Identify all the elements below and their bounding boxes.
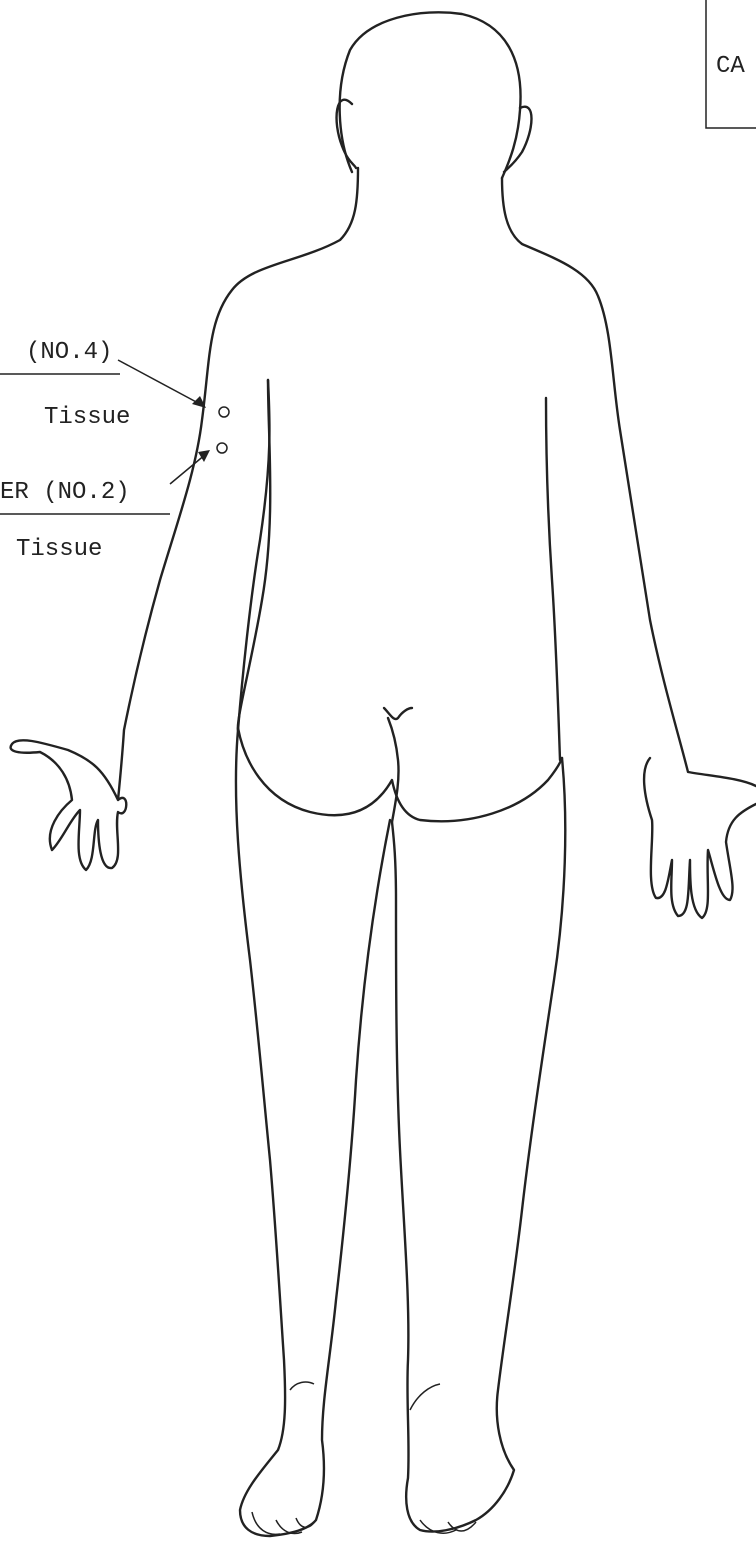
arrowhead-no2	[198, 450, 210, 462]
right-leg-outline	[392, 758, 565, 1532]
header-box: CA	[706, 0, 756, 128]
specimen-markers	[217, 407, 229, 453]
buttocks-outline	[238, 728, 562, 821]
body-outline	[11, 12, 756, 1536]
right-ankle-mark	[410, 1384, 440, 1410]
specimen-label-no4: (NO.4) Tissue	[0, 339, 130, 431]
specimen-marker-no4	[219, 407, 229, 417]
specimen-label-no2-type: Tissue	[16, 536, 102, 563]
specimen-label-no4-id: (NO.4)	[26, 339, 112, 366]
right-arm-outline	[502, 178, 756, 786]
head-outline	[340, 12, 521, 178]
right-hand-outline	[644, 758, 756, 918]
right-inner-arm	[546, 398, 560, 760]
specimen-label-no4-type: Tissue	[44, 404, 130, 431]
arrow-no2	[170, 454, 206, 484]
leader-arrows	[118, 360, 210, 484]
torso-and-arms-outline	[11, 168, 358, 870]
specimen-marker-no2	[217, 443, 227, 453]
left-torso-side	[238, 380, 270, 730]
left-leg-outline	[236, 730, 390, 1536]
header-box-text: CA	[716, 53, 745, 80]
left-ankle-mark	[290, 1382, 314, 1390]
specimen-label-no2-id: ER (NO.2)	[0, 479, 130, 506]
arrow-no4	[118, 360, 200, 404]
gluteal-cleft	[388, 718, 399, 822]
specimen-label-no2: ER (NO.2) Tissue	[0, 479, 170, 563]
left-foot-toes	[252, 1512, 316, 1534]
